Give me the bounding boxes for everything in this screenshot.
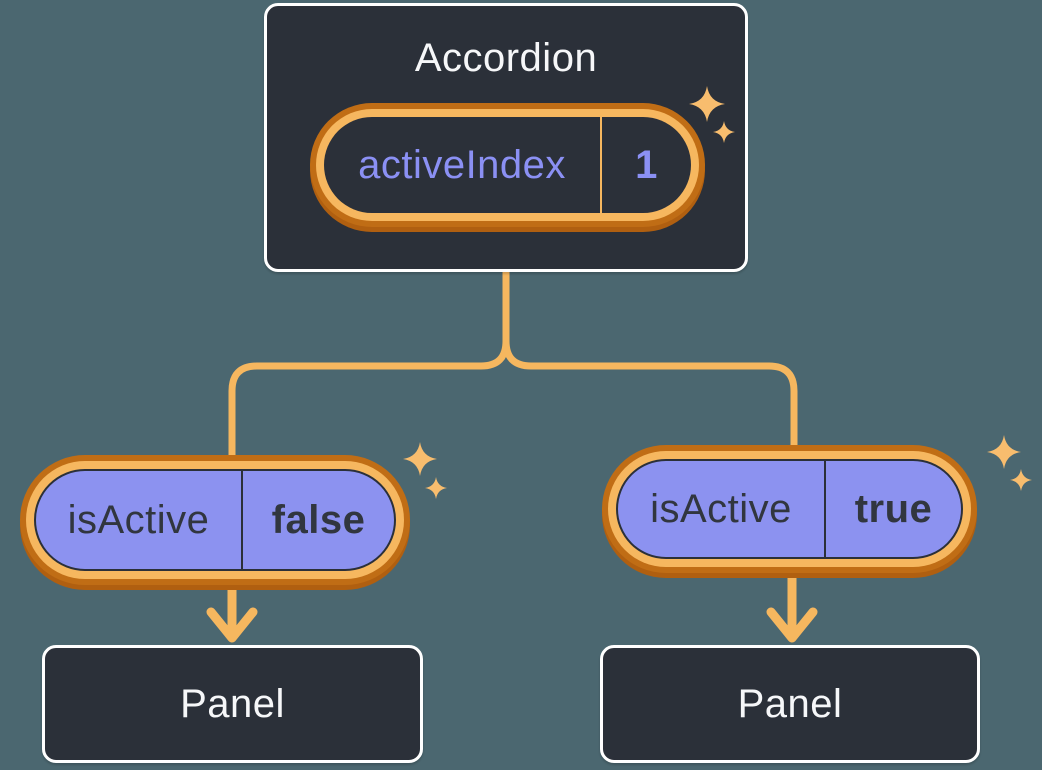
sparkle-icon [403, 442, 437, 476]
arrow-right-head [766, 607, 818, 643]
panel-title: Panel [180, 681, 285, 726]
state-value-label: 1 [635, 142, 658, 187]
panel-title: Panel [737, 681, 843, 726]
prop-value-label: true [854, 486, 933, 531]
sparkle-icon [425, 477, 447, 499]
prop-value-label: false [271, 497, 366, 542]
panel-box-left: Panel [42, 645, 423, 763]
prop-name-label: isActive [67, 497, 210, 542]
prop-name-label: isActive [650, 486, 792, 531]
fork-line-right [502, 270, 798, 452]
sparkle-icon [1010, 469, 1032, 491]
state-pill-activeindex: activeIndex 1 [316, 109, 699, 221]
accordion-title: Accordion [414, 36, 598, 80]
prop-pill-isactive-true: isActive true [608, 451, 971, 567]
pill-divider [600, 117, 602, 213]
pill-divider [241, 471, 243, 569]
prop-pill-isactive-false: isActive false [26, 461, 404, 579]
arrow-left-head [206, 607, 258, 643]
sparkle-icon [987, 435, 1021, 469]
pill-divider [824, 461, 826, 557]
panel-box-right: Panel [600, 645, 980, 763]
state-name-label: activeIndex [358, 142, 566, 187]
fork-line-left [228, 270, 510, 462]
